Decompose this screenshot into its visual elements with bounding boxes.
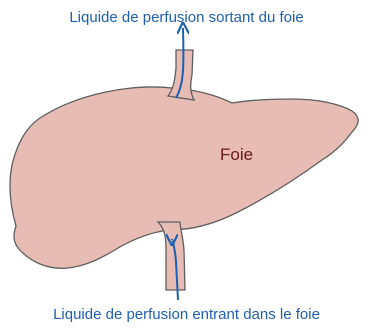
liver-shape [10,87,358,268]
inflow-label: Liquide de perfusion entrant dans le foi… [0,306,373,323]
organ-label: Foie [220,145,253,165]
inflow-vessel [158,222,185,290]
outflow-vessel [168,50,194,100]
outflow-label: Liquide de perfusion sortant du foie [0,9,373,26]
